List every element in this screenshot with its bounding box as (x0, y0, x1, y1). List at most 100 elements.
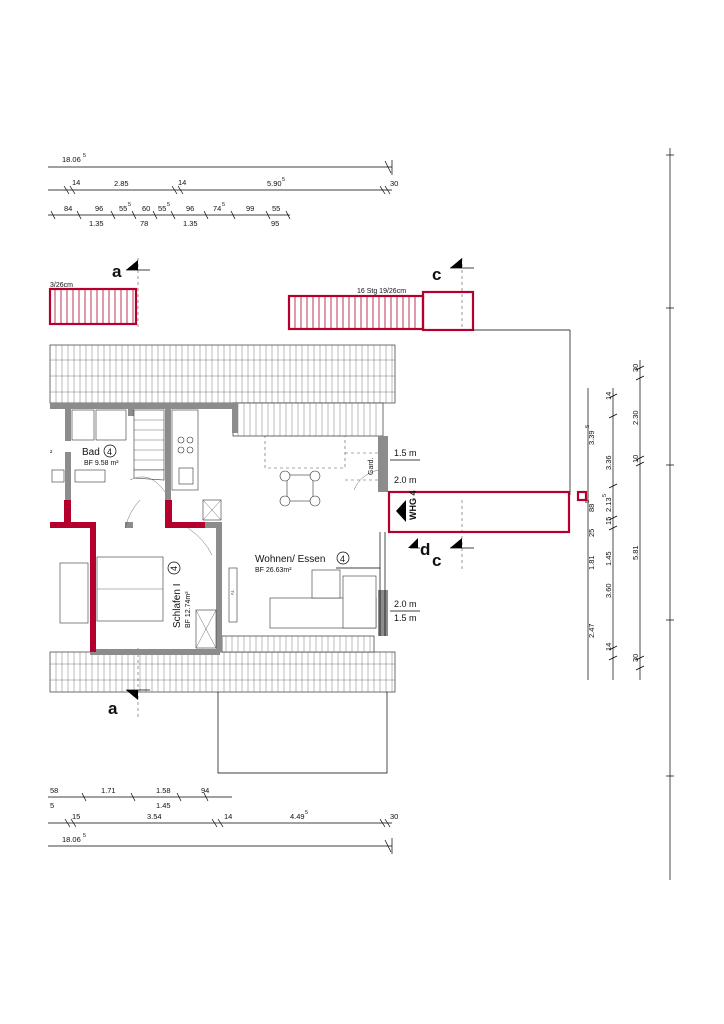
dim-top-r3-6: 74 (213, 204, 221, 213)
dim-top-r4-0: 1.35 (89, 219, 104, 228)
dim-bot-r1-2: 1.58 (156, 786, 171, 795)
dim-top-r3-4: 55 (158, 204, 166, 213)
dim-top-r3-sup0: 5 (128, 202, 131, 208)
dim-right-mid-0: 14 (604, 392, 613, 400)
dim-right-outer-0: 30 (631, 364, 640, 372)
dim-right-inner-3: 2.47 (587, 623, 596, 638)
dim-bot-r1-0: 58 (50, 786, 58, 795)
dim-top-r2-sup: 5 (282, 177, 285, 183)
dim-right-inner-2: 1.81 (587, 555, 596, 570)
dim-top-r3-2: 55 (119, 204, 127, 213)
dim-bot-r3-0: 15 (72, 812, 80, 821)
dim-top-overall-sup: 5 (83, 153, 86, 159)
dim-top-r3-0: 84 (64, 204, 72, 213)
schlafen-area: BF 12.74m² (185, 591, 192, 628)
marker-a-top: a (112, 262, 122, 281)
right-dimension-chains: 30 2.30 10 5.81 30 14 3.36 2.13 5 15 1.4… (569, 148, 674, 880)
dim-right-inner-0: 88 (587, 504, 596, 512)
dim-bot-r3-sup: 5 (305, 810, 308, 816)
dim-right-mid-1: 3.39 (587, 430, 596, 445)
height-top-20: 2.0 m (394, 475, 417, 485)
bad-area: BF 9.58 m² (84, 460, 119, 467)
bad-fragment: ² (50, 450, 53, 457)
marker-c-right: c (432, 551, 441, 570)
dim-right-mid-sup1: 5 (602, 494, 608, 497)
bad-name: Bad (82, 447, 100, 458)
bedroom: Schlafen I 4 BF 12.74m² (59, 556, 217, 649)
dim-top-r4-1: 78 (140, 219, 148, 228)
dim-top-r4-3: 95 (271, 219, 279, 228)
dim-bot-r1-3: 94 (201, 786, 209, 795)
bottom-dimension-chains: 58 1.71 1.58 94 5 1.45 15 3.54 14 4.49 5… (48, 786, 398, 854)
dim-top-r3-5: 96 (186, 204, 194, 213)
marker-c-top: c (432, 265, 441, 284)
whg-label: WHG 4 (408, 490, 418, 520)
dim-right-mid-4: 15 (604, 517, 613, 525)
balcony (217, 692, 388, 774)
stair-top: 16 Stg 19/26cm (287, 288, 570, 332)
dim-right-mid-sup0: 5 (585, 425, 591, 428)
stair-left-label: 3/26cm (50, 282, 73, 289)
dim-bot-overall-sup: 5 (83, 833, 86, 839)
wohnen-label: Wohnen/ Essen 4 BF 26.63m² (255, 551, 350, 574)
roof-bottom (49, 635, 396, 693)
dim-top-overall: 18.06 (62, 155, 81, 164)
stair-left: 3/26cm (48, 282, 138, 326)
section-marker-c-right: c d (408, 500, 474, 570)
dim-bot-r2-1: 1.45 (156, 801, 171, 810)
dim-bot-r3-4: 30 (390, 812, 398, 821)
top-dimension-chains: 18.06 5 14 2.85 14 5.90 5 30 84 96 55 5 … (48, 153, 398, 228)
dim-right-mid-6: 3.60 (604, 583, 613, 598)
dim-top-r2-4: 30 (390, 179, 398, 188)
wohnen-num: 4 (340, 554, 345, 564)
dim-top-r3-sup2: 5 (222, 202, 225, 208)
dim-right-mid-7: 14 (604, 643, 613, 651)
dim-top-r4-2: 1.35 (183, 219, 198, 228)
stair-top-label: 16 Stg 19/26cm (357, 288, 406, 295)
dim-top-r2-1: 2.85 (114, 179, 129, 188)
whg-box: WHG 4 (379, 490, 588, 636)
dim-top-r2-0: 14 (72, 178, 80, 187)
living: TV (124, 499, 380, 629)
section-marker-a-top: a (112, 258, 150, 330)
dim-right-outer-3: 5.81 (631, 545, 640, 560)
height-bottom-15: 1.5 m (394, 613, 417, 623)
schlafen-num: 4 (169, 566, 179, 571)
dim-right-mid-5: 1.45 (604, 551, 613, 566)
dim-top-r3-1: 96 (95, 204, 103, 213)
section-marker-a-bottom: a (108, 648, 150, 720)
schlafen-name: Schlafen I (172, 584, 183, 628)
height-bottom-20: 2.0 m (394, 599, 417, 609)
dim-right-outer-1: 2.30 (631, 410, 640, 425)
dim-bot-r2-0: 5 (50, 801, 54, 810)
dim-right-outer-4: 30 (631, 654, 640, 662)
dim-top-r3-7: 99 (246, 204, 254, 213)
dim-right-mid-3: 2.13 (604, 497, 613, 512)
dim-bot-r3-2: 14 (224, 812, 232, 821)
dim-bot-r3-3: 4.49 (290, 812, 305, 821)
dim-right-outer-2: 10 (631, 455, 640, 463)
roof-top (49, 344, 396, 437)
wohnen-name: Wohnen/ Essen (255, 554, 325, 565)
dim-right-inner-sup: 5 (585, 500, 591, 503)
dim-bot-r3-1: 3.54 (147, 812, 162, 821)
dim-top-r2-3: 5.90 (267, 179, 282, 188)
dim-top-r3-sup1: 5 (167, 202, 170, 208)
height-lines: 1.5 m 2.0 m 2.0 m 1.5 m Gard. (345, 448, 420, 623)
dim-right-mid-2: 3.36 (604, 455, 613, 470)
dim-top-r2-2: 14 (178, 178, 186, 187)
kitchen (171, 409, 222, 521)
wohnen-area: BF 26.63m² (255, 567, 292, 574)
red-walls (50, 500, 205, 652)
height-top-15: 1.5 m (394, 448, 417, 458)
bathroom: Bad 4 BF 9.58 m² ² (50, 409, 166, 493)
dim-top-r3-8: 55 (272, 204, 280, 213)
dim-bot-r1-1: 1.71 (101, 786, 116, 795)
dim-top-r3-3: 60 (142, 204, 150, 213)
dining (264, 435, 379, 507)
marker-a-bottom: a (108, 699, 118, 718)
garderobe-label: Gard. (368, 457, 375, 475)
section-marker-c-top: c (432, 258, 474, 330)
bad-num: 4 (107, 447, 112, 457)
